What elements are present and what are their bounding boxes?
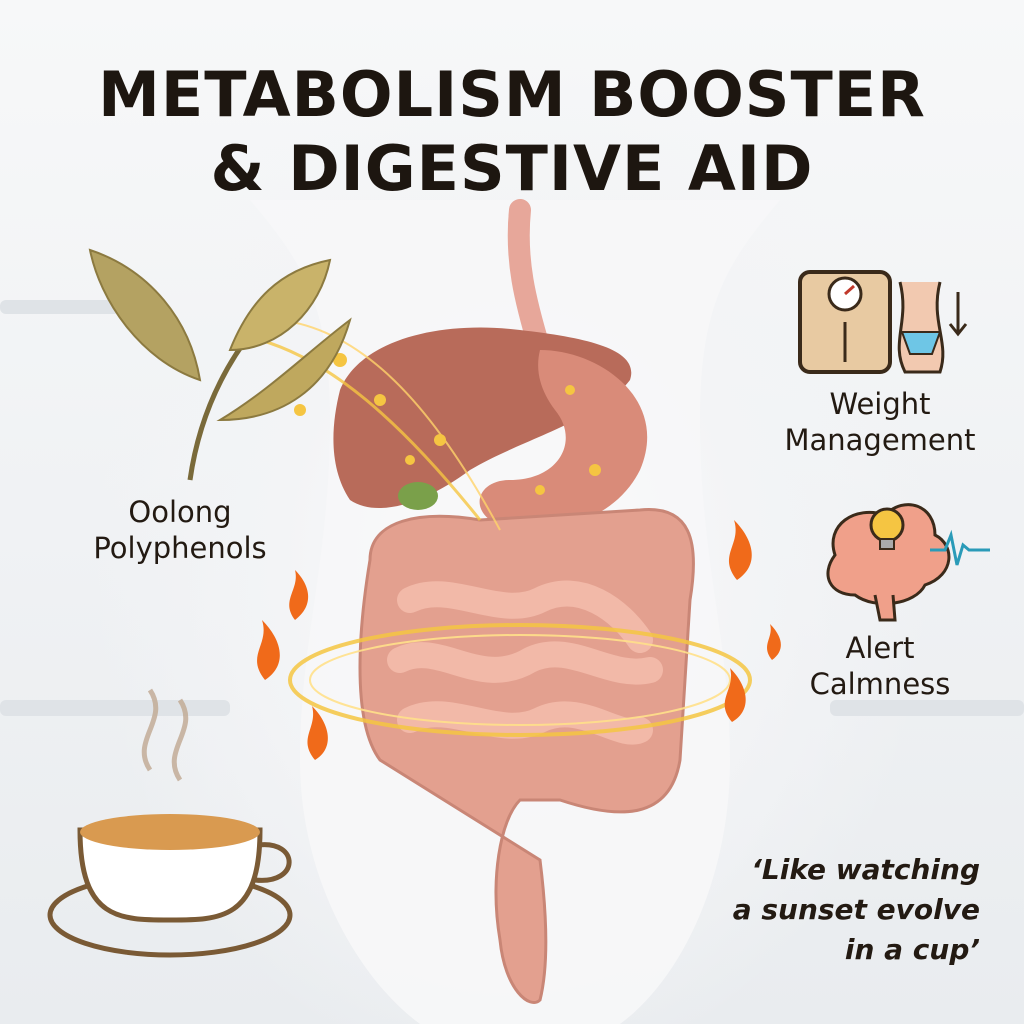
quote-line-2: a sunset evolve	[732, 893, 980, 926]
sunset-quote: ‘Like watching a sunset evolve in a cup’	[680, 850, 980, 970]
alert-label-line2: Calmness	[809, 667, 951, 701]
weight-label-line2: Management	[784, 423, 976, 457]
alert-label-line1: Alert	[845, 631, 915, 665]
lab-shelf	[0, 300, 120, 314]
weight-label-line1: Weight	[829, 387, 931, 421]
scale-icon	[798, 270, 968, 374]
quote-line-1: ‘Like watching	[751, 853, 980, 886]
polyphenols-label: Oolong Polyphenols	[60, 494, 300, 566]
lab-counter	[0, 700, 230, 716]
weight-management-label: Weight Management	[765, 386, 995, 458]
tea-cup-icon	[47, 688, 293, 958]
alert-calmness-label: Alert Calmness	[780, 630, 980, 702]
title-line-1: METABOLISM BOOSTER	[98, 58, 926, 131]
polyphenols-label-line1: Oolong	[128, 495, 232, 529]
tea-leaf-icon	[88, 248, 352, 481]
page-title: METABOLISM BOOSTER & DIGESTIVE AID	[0, 58, 1024, 206]
polyphenols-label-line2: Polyphenols	[93, 531, 267, 565]
lab-counter	[830, 700, 1024, 716]
brain-bulb-icon	[826, 503, 990, 622]
quote-line-3: in a cup’	[844, 933, 980, 966]
title-line-2: & DIGESTIVE AID	[210, 132, 814, 205]
